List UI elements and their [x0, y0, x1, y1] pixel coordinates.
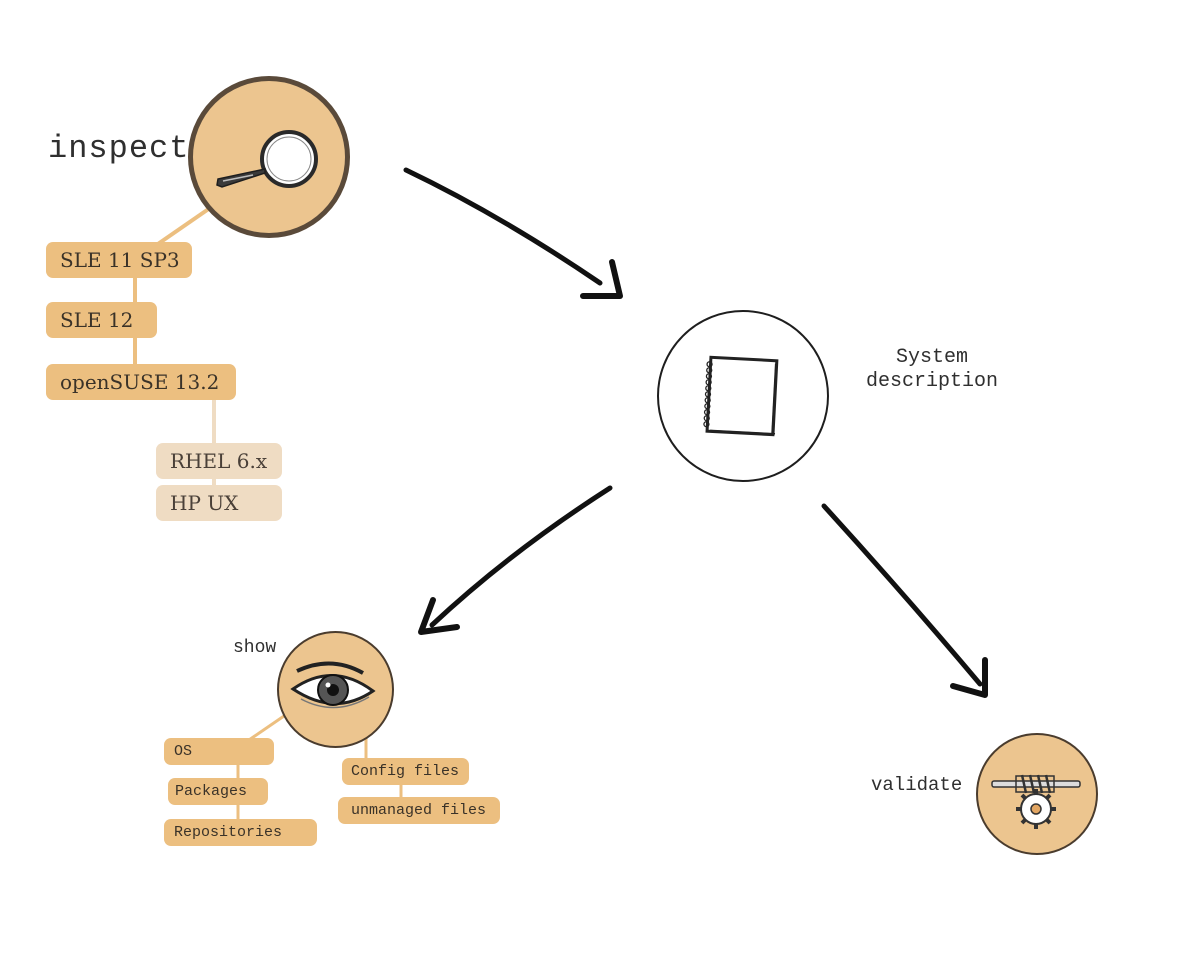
show-label: show	[233, 638, 277, 658]
show-item-tag: OS	[164, 738, 274, 765]
arrow-description-to-show	[418, 485, 613, 635]
show-node	[277, 631, 394, 748]
inspect-label: inspect	[48, 130, 190, 167]
gear-validation-icon	[991, 774, 1081, 829]
planned-target-tag: HP UX	[156, 485, 282, 521]
eye-icon	[290, 661, 376, 709]
system-description-node	[657, 310, 829, 482]
system-description-label: System description	[852, 346, 1012, 394]
show-item-tag: Config files	[342, 758, 469, 785]
arrow-description-to-validate	[821, 503, 988, 698]
target-tag: openSUSE 13.2	[46, 364, 236, 400]
validate-label: validate	[871, 774, 963, 796]
validate-node	[976, 733, 1098, 855]
connector-show-os	[245, 714, 285, 744]
connector-inspect-sle11	[153, 206, 212, 248]
magnifying-glass-icon	[216, 130, 318, 188]
show-item-tag: Packages	[168, 778, 268, 805]
show-item-tag: Repositories	[164, 819, 317, 846]
system-description-line1: System	[895, 346, 968, 369]
target-tag: SLE 12	[46, 302, 157, 338]
system-description-line2: description	[865, 370, 999, 393]
planned-target-tag: RHEL 6.x	[156, 443, 282, 479]
target-tag: SLE 11 SP3	[46, 242, 192, 278]
show-item-tag: unmanaged files	[338, 797, 500, 824]
arrow-inspect-to-description	[403, 167, 623, 299]
inspect-node	[188, 76, 350, 238]
notebook-icon	[703, 355, 779, 437]
